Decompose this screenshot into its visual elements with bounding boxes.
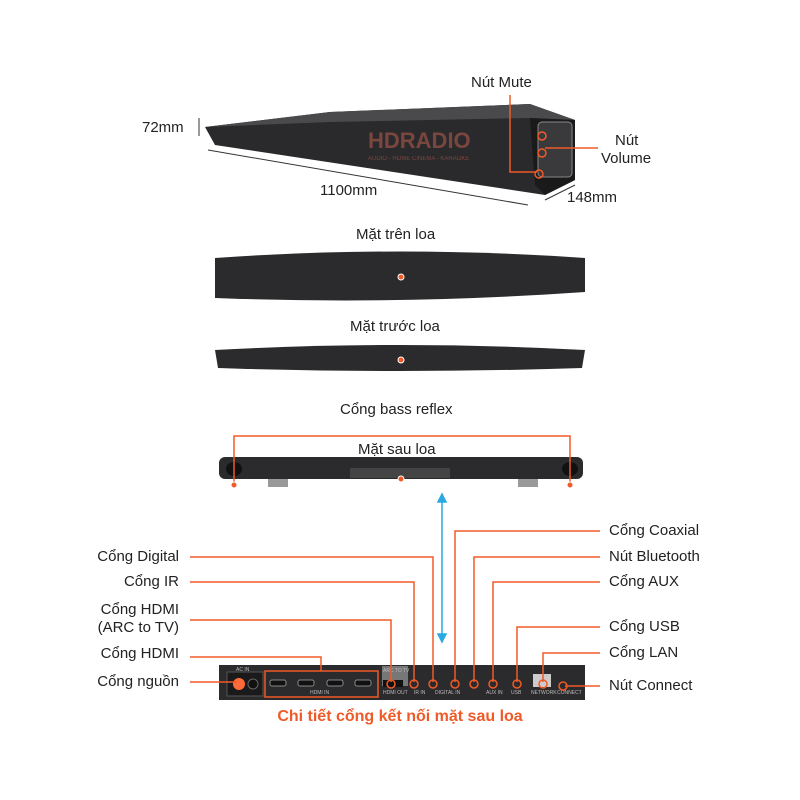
- rear-view-label: Mặt sau loa: [358, 441, 436, 458]
- svg-text:AUX IN: AUX IN: [486, 690, 503, 696]
- svg-text:NETWORK: NETWORK: [531, 690, 557, 696]
- top-callout-lines: [509, 95, 598, 179]
- coaxial-label: Cổng Coaxial: [609, 522, 700, 539]
- svg-text:ARC TO TV: ARC TO TV: [383, 668, 410, 674]
- svg-text:HDMI OUT: HDMI OUT: [383, 690, 408, 696]
- caption: Chi tiết cổng kết nối mặt sau loa: [277, 708, 523, 725]
- svg-text:HDMI IN: HDMI IN: [310, 690, 330, 696]
- top-view-label: Mặt trên loa: [356, 226, 436, 243]
- digital-label: Cổng Digital: [97, 548, 179, 565]
- soundbar-rear-view: [219, 457, 583, 487]
- height-dimension: 72mm: [142, 119, 184, 136]
- watermark-brand: HDRADIO: [368, 128, 471, 153]
- watermark-tagline: AUDIO - HOME CINEMA - KARAOKE: [368, 156, 469, 162]
- hdmi-arc-label-2: (ARC to TV): [97, 619, 179, 636]
- lan-label: Cổng LAN: [609, 644, 679, 661]
- svg-text:CONNECT: CONNECT: [557, 690, 582, 696]
- bass-reflex-label: Cổng bass reflex: [340, 401, 453, 418]
- svg-text:AC IN: AC IN: [236, 667, 250, 673]
- ir-label: Cổng IR: [123, 573, 179, 590]
- power-label: Cổng nguồn: [97, 673, 179, 690]
- mute-label: Nút Mute: [471, 74, 532, 91]
- dimension-arrows: [198, 118, 576, 206]
- bluetooth-label: Nút Bluetooth: [609, 548, 700, 565]
- port-callout-lines: [190, 530, 600, 691]
- usb-label: Cổng USB: [609, 618, 680, 635]
- bass-callout-lines: [233, 435, 571, 484]
- zoom-arrow: [436, 492, 448, 644]
- volume-label-2: Volume: [601, 150, 652, 167]
- rear-panel: AC IN HDMI IN ARC TO TV HDMI OUT IR IN D…: [219, 665, 585, 700]
- svg-text:USB: USB: [511, 690, 522, 696]
- hdmi-arc-label: Cổng HDMI: [100, 601, 179, 618]
- length-dimension: 1100mm: [320, 182, 378, 199]
- hdmi-label: Cổng HDMI: [100, 645, 179, 662]
- front-view-label: Mặt trước loa: [350, 318, 440, 335]
- volume-label-1: Nút: [615, 132, 639, 149]
- connect-label: Nút Connect: [609, 677, 693, 694]
- svg-text:DIGITAL IN: DIGITAL IN: [435, 690, 461, 696]
- depth-dimension: 148mm: [567, 189, 618, 206]
- aux-label: Cổng AUX: [609, 573, 680, 590]
- svg-text:IR IN: IR IN: [414, 690, 426, 696]
